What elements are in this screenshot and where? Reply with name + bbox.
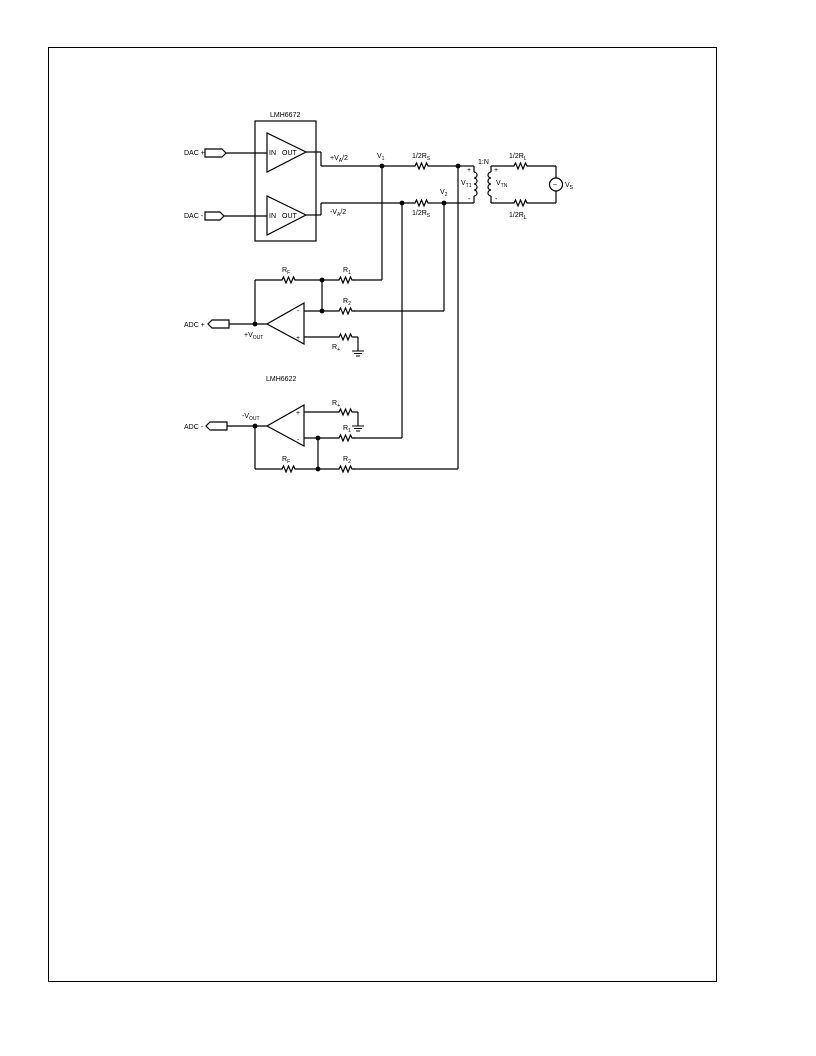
driver-amp-bottom-in: IN	[269, 213, 276, 220]
receiver-amp-top	[265, 301, 305, 346]
vs-label: VS	[565, 182, 574, 191]
r1-top-resistor	[336, 275, 355, 285]
adc-plus-connector	[207, 319, 230, 329]
rplus-bottom-resistor	[336, 407, 355, 417]
adc-minus-label: ADC -	[184, 424, 204, 431]
r2-top-resistor	[336, 306, 355, 316]
rplus-top-resistor	[336, 332, 355, 342]
primary-plus: +	[467, 167, 471, 174]
transformer-primary-coil	[473, 171, 478, 197]
ground-icon	[352, 350, 364, 357]
dac-plus-connector	[204, 148, 227, 158]
rl-bottom-resistor	[511, 198, 530, 208]
rf-bottom-label: RF	[282, 456, 290, 465]
r1-top-label: R1	[343, 267, 351, 276]
driver-amp-bottom-out: OUT	[282, 213, 298, 220]
rl-bottom-label: 1/2RL	[509, 212, 527, 221]
v2-label: V2	[440, 189, 448, 198]
v1-label: V1	[377, 153, 385, 162]
secondary-minus: -	[495, 196, 498, 203]
rf-top-resistor	[279, 275, 298, 285]
r2-bottom-resistor	[336, 464, 355, 474]
rs-top-label: 1/2RS	[412, 153, 431, 162]
adc-minus-connector	[205, 421, 228, 431]
primary-minus: -	[468, 196, 471, 203]
lmh6672-block	[254, 120, 317, 242]
page-frame	[48, 47, 717, 982]
rs-bottom-label: 1/2RS	[412, 210, 431, 219]
vtn-label: VTN	[496, 180, 508, 189]
vt1-label: VT1	[461, 180, 472, 189]
rf-bottom-resistor	[279, 464, 298, 474]
voltage-source-symbol: ~	[553, 182, 557, 189]
receiver-amp-bottom-minus: -	[297, 437, 300, 444]
vout-minus-label: -VOUT	[242, 413, 260, 422]
receiver-amp-bottom-plus: +	[296, 410, 300, 417]
vout-plus-junction	[252, 321, 258, 327]
secondary-plus: +	[494, 167, 498, 174]
rplus-top-label: R+	[332, 344, 340, 353]
driver-amp-top-out: OUT	[282, 150, 298, 157]
receiver-amp-bottom	[265, 403, 305, 448]
lmh6622-label: LMH6622	[266, 376, 296, 383]
transformer-ratio: 1:N	[478, 159, 489, 166]
ground-icon	[352, 425, 364, 432]
rs-top-resistor	[412, 161, 431, 171]
rl-top-label: 1/2RL	[509, 153, 527, 162]
r2-top-label: R2	[343, 298, 351, 307]
rplus-bottom-label: R+	[332, 400, 340, 409]
r2-bottom-label: R2	[343, 456, 351, 465]
dac-minus-label: DAC -	[184, 213, 204, 220]
rs-bottom-resistor	[412, 198, 431, 208]
dac-minus-connector	[204, 211, 225, 221]
voltage-source-icon	[548, 177, 564, 192]
r1-bottom-label: R1	[343, 425, 351, 434]
va-minus-label: -VA/2	[330, 209, 346, 218]
dac-plus-label: DAC +	[184, 150, 205, 157]
transformer-secondary-coil	[487, 171, 492, 197]
adc-plus-label: ADC +	[184, 322, 205, 329]
va-plus-label: +VA/2	[330, 155, 348, 164]
receiver-amp-top-minus: -	[297, 308, 300, 315]
driver-amp-top-in: IN	[269, 150, 276, 157]
vout-plus-label: +VOUT	[244, 332, 263, 341]
lmh6672-label: LMH6672	[270, 112, 300, 119]
r1-bottom-resistor	[336, 433, 355, 443]
rl-top-resistor	[511, 161, 530, 171]
rf-top-label: RF	[282, 267, 290, 276]
receiver-amp-top-plus: +	[296, 335, 300, 342]
